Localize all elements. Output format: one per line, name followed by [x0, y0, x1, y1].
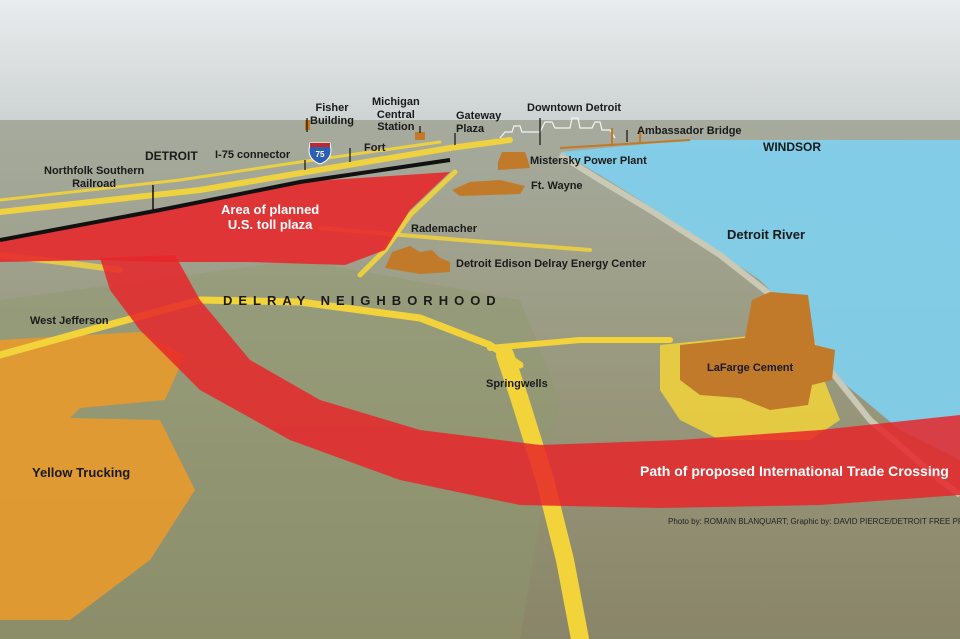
fisher-building-label: Fisher Building — [310, 102, 354, 127]
railroad-label: Northfolk Southern Railroad — [44, 165, 145, 190]
rademacher-label: Rademacher — [411, 223, 478, 235]
sky — [0, 0, 960, 140]
yellow-trucking-lot — [0, 332, 195, 620]
toll-plaza-label: Area of planned U.S. toll plaza — [221, 202, 320, 232]
ft-wayne-label: Ft. Wayne — [531, 180, 583, 192]
ambassador-bridge-label: Ambassador Bridge — [637, 125, 742, 137]
downtown-skyline — [499, 117, 616, 139]
yellow-trucking-label: Yellow Trucking — [32, 465, 131, 480]
michigan-central-station-label: Michigan Central Station — [372, 96, 420, 134]
delray-neighborhood-label: DELRAY NEIGHBORHOOD — [223, 293, 502, 308]
road-i75 — [0, 137, 513, 215]
road-west-jefferson-east — [487, 337, 673, 351]
gateway-plaza-label: Gateway Plaza — [456, 110, 502, 135]
photo-credit: Photo by: ROMAIN BLANQUART; Graphic by: … — [668, 517, 960, 526]
ft-wayne-building — [452, 180, 525, 196]
downtown-detroit-label: Downtown Detroit — [527, 102, 622, 114]
detroit-edison-building — [385, 246, 450, 274]
west-jefferson-label: West Jefferson — [30, 315, 109, 327]
detroit-edison-label: Detroit Edison Delray Energy Center — [456, 258, 647, 270]
ambassador-bridge — [559, 139, 691, 149]
interstate-shield-number: 75 — [316, 150, 325, 159]
lafarge-cement-label: LaFarge Cement — [707, 362, 794, 374]
railroad — [0, 158, 451, 242]
road-toll-edge — [357, 169, 458, 278]
windsor-label: WINDSOR — [763, 140, 821, 154]
interstate-75-icon: 75 — [308, 142, 332, 165]
trade-crossing-path — [100, 255, 960, 508]
mistersky-building — [498, 152, 530, 170]
fort-label: Fort — [364, 142, 386, 154]
leader-lines — [304, 118, 628, 170]
springwells-label: Springwells — [486, 378, 548, 390]
detroit-river-label: Detroit River — [727, 227, 806, 242]
mistersky-label: Mistersky Power Plant — [530, 155, 647, 167]
road-fort — [0, 140, 442, 202]
lafarge-building — [680, 292, 835, 410]
detroit-river — [560, 140, 960, 460]
i75-connector-label: I-75 connector — [215, 149, 291, 161]
trade-crossing-label: Path of proposed International Trade Cro… — [640, 463, 949, 479]
toll-plaza-area — [0, 172, 450, 265]
detroit-label: DETROIT — [145, 149, 198, 163]
michigan-central-building — [415, 132, 425, 140]
